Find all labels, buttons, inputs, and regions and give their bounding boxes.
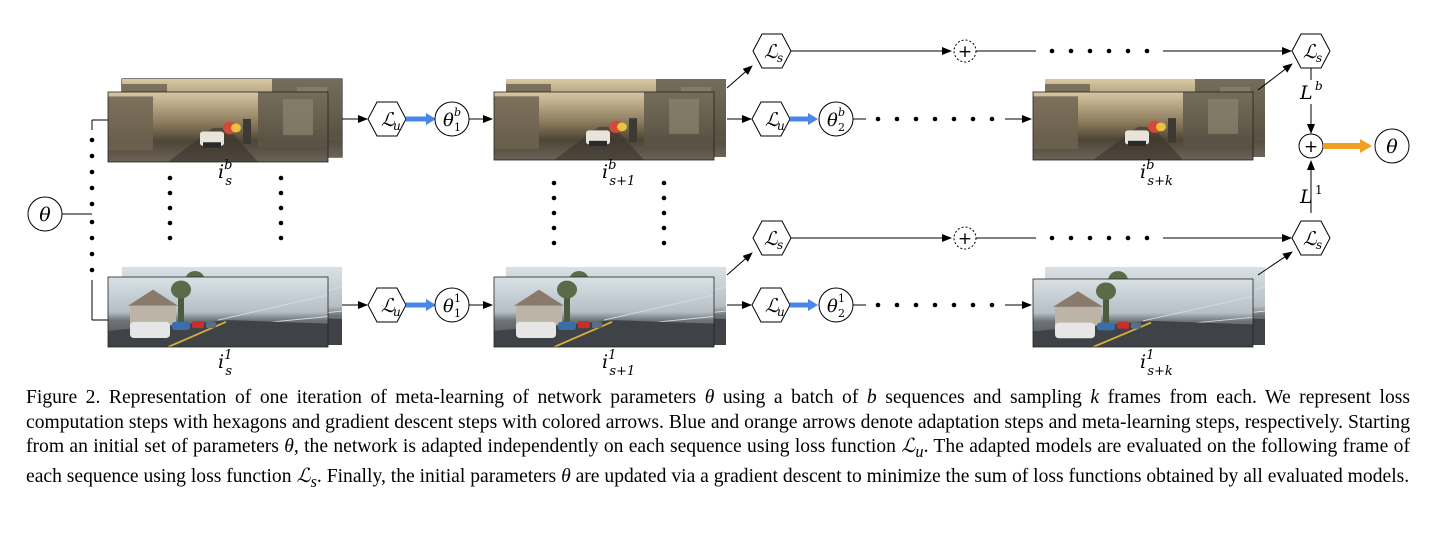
svg-text:u: u	[393, 305, 401, 319]
svg-text:1: 1	[454, 307, 461, 320]
svg-text:θ: θ	[443, 110, 454, 131]
loss-u-hexagon: ℒ u	[367, 101, 407, 137]
frame-stack-1-sk	[1032, 266, 1266, 348]
loss-s-hexagon: ℒ s	[1291, 220, 1331, 256]
loss-u-hexagon: ℒ u	[751, 287, 791, 323]
svg-text:θ: θ	[827, 296, 838, 317]
theta-b1-node: θ b 1	[434, 101, 470, 137]
svg-text:+: +	[958, 42, 972, 62]
loss-1-label: L	[1299, 186, 1313, 208]
loss-u-hexagon: ℒ u	[751, 101, 791, 137]
svg-text:+: +	[958, 229, 972, 249]
total-sum-node: +	[1298, 133, 1324, 159]
sum-node: +	[953, 226, 977, 250]
svg-text:ℒ: ℒ	[381, 295, 396, 317]
svg-text:1: 1	[454, 121, 461, 134]
theta-b2-node: θ b 2	[818, 101, 854, 137]
svg-text:1: 1	[1315, 183, 1323, 197]
frame-stack-b-s	[107, 78, 343, 163]
svg-text:ℒ: ℒ	[765, 109, 780, 131]
svg-text:ℒ: ℒ	[764, 41, 779, 63]
svg-text:u: u	[393, 119, 401, 133]
frame-stack-1-s1	[493, 266, 727, 348]
theta-input-node: θ	[27, 196, 63, 232]
svg-text:s: s	[777, 238, 783, 252]
loss-u-hexagon: ℒ u	[367, 287, 407, 323]
loss-s-hexagon: ℒ s	[1291, 33, 1331, 69]
theta-output-node: θ	[1374, 128, 1410, 164]
svg-text:u: u	[777, 119, 785, 133]
svg-text:b: b	[1315, 79, 1323, 93]
svg-text:ℒ: ℒ	[764, 228, 779, 250]
svg-text:ℒ: ℒ	[765, 295, 780, 317]
svg-text:s: s	[1316, 238, 1322, 252]
svg-text:b: b	[838, 106, 845, 119]
svg-text:+: +	[1304, 137, 1318, 157]
svg-text:b: b	[454, 106, 461, 119]
svg-text:u: u	[777, 305, 785, 319]
svg-text:s: s	[1316, 51, 1322, 65]
svg-text:θ: θ	[443, 296, 454, 317]
svg-text:θ: θ	[827, 110, 838, 131]
svg-text:ℒ: ℒ	[1303, 228, 1318, 250]
svg-text:2: 2	[838, 307, 845, 320]
svg-text:2: 2	[838, 121, 845, 134]
theta-11-node: θ 1 1	[434, 287, 470, 323]
loss-b-label: L	[1299, 82, 1313, 104]
loss-s-hexagon: ℒ s	[752, 220, 792, 256]
figure-caption: Figure 2. Representation of one iteratio…	[26, 387, 1410, 491]
vertical-ellipsis	[89, 137, 667, 273]
svg-text:ℒ: ℒ	[1303, 41, 1318, 63]
loss-s-hexagon: ℒ s	[752, 33, 792, 69]
theta-12-node: θ 1 2	[818, 287, 854, 323]
svg-text:1: 1	[838, 292, 845, 305]
svg-text:s: s	[777, 51, 783, 65]
svg-text:θ: θ	[1386, 136, 1398, 158]
sum-node: +	[953, 39, 977, 63]
frame-stack-1-s	[107, 266, 343, 348]
svg-text:1: 1	[454, 292, 461, 305]
frame-stack-b-sk	[1032, 79, 1265, 161]
svg-text:ℒ: ℒ	[381, 109, 396, 131]
frame-stack-b-s1	[493, 79, 726, 161]
meta-learning-diagram: ibs ibs+1 ibs+k i1s i1s+1 i1s+k θ ℒ u θ …	[27, 33, 1410, 379]
svg-text:θ: θ	[39, 204, 51, 226]
